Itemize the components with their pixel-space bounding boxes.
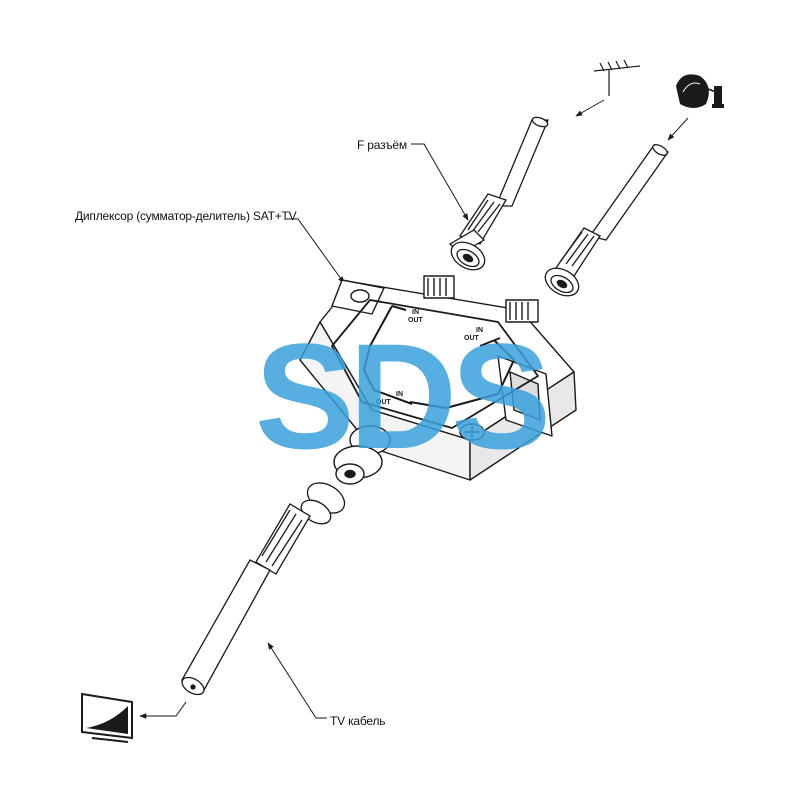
antenna-icon bbox=[593, 59, 641, 96]
satellite-signal-arrow bbox=[667, 117, 689, 141]
port-out-label-3: OUT bbox=[376, 399, 392, 406]
tv-output-arrow bbox=[139, 701, 187, 719]
port-in-label-1: IN bbox=[412, 309, 419, 316]
satellite-cable bbox=[544, 144, 670, 297]
port-marks: IN OUT IN OUT IN OUT bbox=[376, 309, 483, 406]
leader-lines bbox=[139, 99, 689, 719]
diplexer-body bbox=[299, 275, 577, 485]
port-in-label-2: IN bbox=[476, 327, 483, 334]
tv-icon bbox=[81, 692, 133, 743]
port-out-label-1: OUT bbox=[408, 317, 424, 324]
antenna-signal-arrow bbox=[575, 99, 605, 117]
tv-cable-leader bbox=[267, 642, 327, 719]
satellite-dish-icon bbox=[676, 74, 724, 108]
diplexer-leader bbox=[286, 218, 345, 284]
terrestrial-cable bbox=[448, 116, 549, 271]
sds-watermark: SDS bbox=[255, 312, 546, 480]
port-out-label-2: OUT bbox=[464, 335, 480, 342]
port-in-label-3: IN bbox=[396, 391, 403, 398]
f-connector-leader bbox=[411, 143, 469, 221]
diplexer-label: Диплексор (сумматор-делитель) SAT+TV bbox=[75, 209, 297, 223]
tv-cable bbox=[181, 482, 346, 696]
f-connector-label: F разъём bbox=[357, 138, 407, 152]
tv-cable-label: TV кабель bbox=[330, 714, 386, 728]
